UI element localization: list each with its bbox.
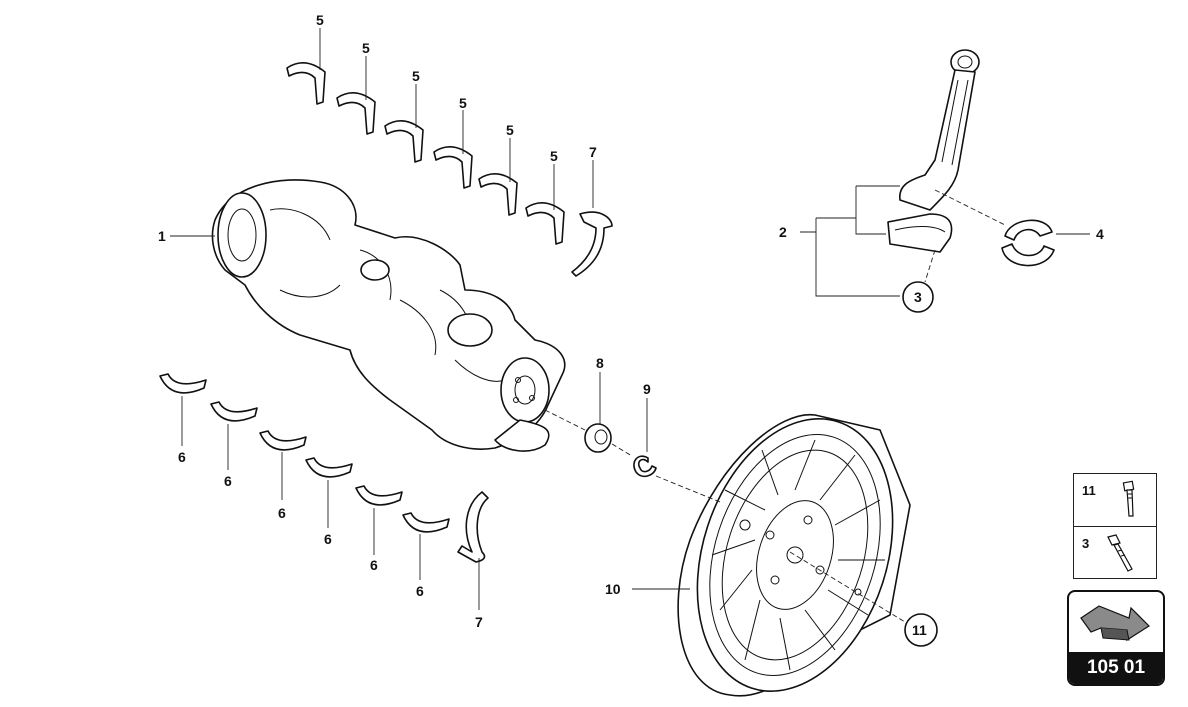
callouts: 1 5 5 5 5 5 5 7 6 6 6 6 6 6 7 8 9 10 2 4…: [158, 12, 1104, 647]
callout-thrust-washer: 7: [589, 144, 597, 160]
connecting-rod: [887, 49, 980, 253]
callout-circle: [902, 281, 934, 313]
bushing: [584, 423, 612, 453]
callout-crankshaft: 1: [158, 228, 166, 244]
callout-upper-bearing: 5: [412, 68, 420, 84]
thrust-washer-lower: [457, 491, 489, 563]
thrust-washer-upper: [571, 211, 613, 277]
callout-upper-bearing: 5: [459, 95, 467, 111]
callout-lower-bearing: 6: [278, 505, 286, 521]
callout-conrod-assembly: 2: [779, 224, 787, 240]
legend-row: 3: [1074, 526, 1156, 578]
callout-upper-bearing: 5: [506, 122, 514, 138]
leader-lines: [170, 28, 1090, 610]
legend-number: 11: [1082, 483, 1096, 498]
callout-lower-bearing: 6: [370, 557, 378, 573]
legend-number: 3: [1082, 536, 1090, 551]
pulley-bolt-icon: [1122, 480, 1135, 517]
callout-circlip: 9: [643, 381, 651, 397]
callout-damper-pulley: 10: [605, 581, 621, 597]
axis-lines: [544, 189, 1006, 623]
callout-lower-bearing: 6: [178, 449, 186, 465]
callout-pulley-bolt: 11: [912, 622, 927, 638]
conrod-bolt-icon: [1107, 534, 1133, 572]
callout-rod-bolt: 3: [914, 289, 922, 305]
fastener-legend: 11 3: [1073, 473, 1157, 579]
callout-upper-bearing: 5: [550, 148, 558, 164]
callout-lower-bearing: 6: [416, 583, 424, 599]
callout-bushing: 8: [596, 355, 604, 371]
legend-row: 11: [1074, 474, 1156, 525]
damper-pulley: [677, 413, 911, 697]
callout-rod-bearing: 4: [1096, 226, 1104, 242]
callout-lower-bearing: 6: [224, 473, 232, 489]
direction-arrow-icon: [1080, 605, 1150, 642]
callout-thrust-washer: 7: [475, 614, 483, 630]
callout-lower-bearing: 6: [324, 531, 332, 547]
rod-bearing: [1001, 219, 1055, 267]
crankshaft: [211, 179, 566, 452]
callout-circle: [904, 613, 938, 647]
circlip: [633, 455, 657, 478]
callout-upper-bearing: 5: [362, 40, 370, 56]
group-code: 105 01: [1069, 652, 1163, 684]
callout-upper-bearing: 5: [316, 12, 324, 28]
group-reference-box: 105 01: [1067, 590, 1165, 686]
